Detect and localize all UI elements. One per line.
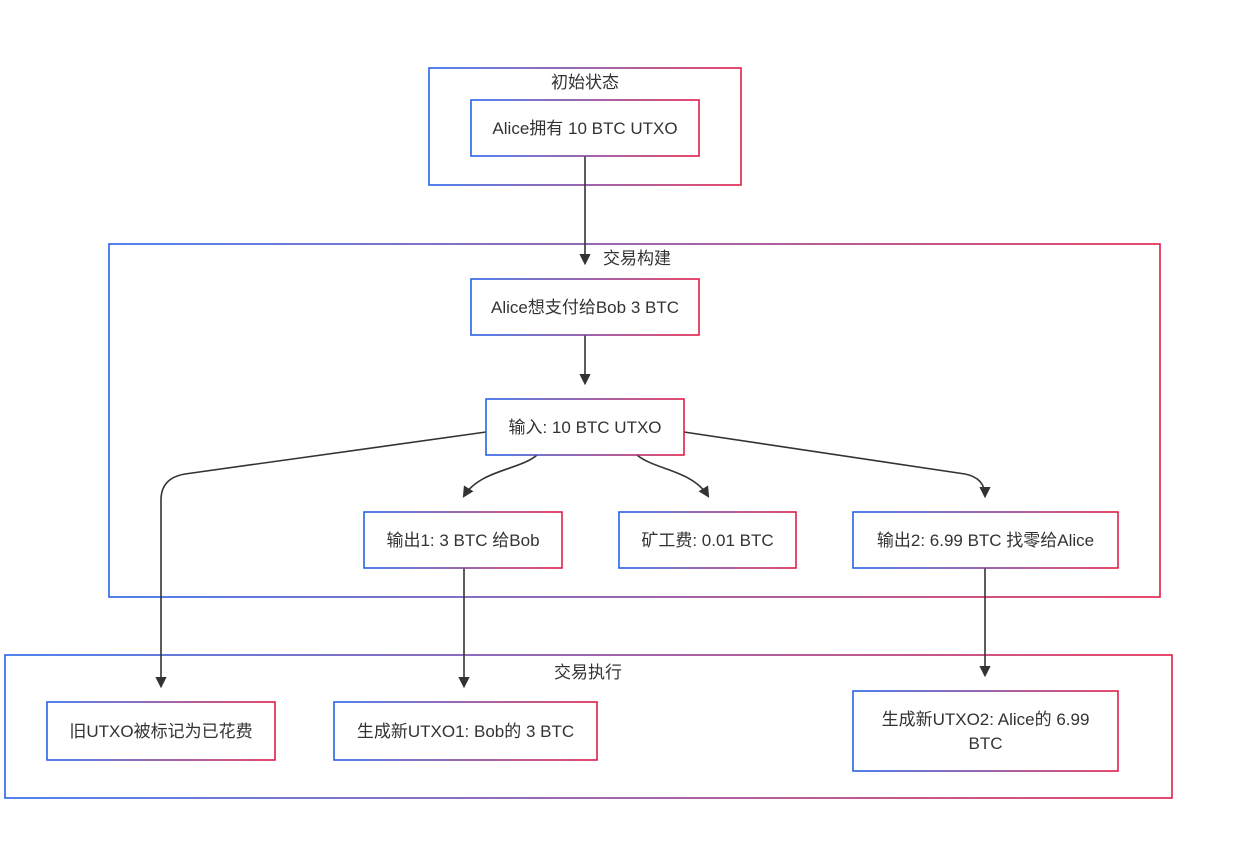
- node-miner-fee-label-line: 矿工费: 0.01 BTC: [641, 531, 773, 550]
- node-new-utxo2-box[interactable]: [852, 690, 1119, 772]
- node-old-utxo-spent-box[interactable]: [46, 701, 276, 761]
- edges: [155, 156, 991, 689]
- group-initial-state-title: 初始状态: [551, 73, 619, 92]
- node-input-utxo[interactable]: 输入: 10 BTC UTXO: [485, 398, 685, 456]
- node-alice-pays-bob[interactable]: Alice想支付给Bob 3 BTC: [470, 278, 700, 336]
- node-output1-bob-label-line: 输出1: 3 BTC 给Bob: [386, 531, 539, 550]
- node-miner-fee-box[interactable]: [618, 511, 797, 569]
- edge-input-to-fee: [636, 454, 710, 498]
- node-output1-bob[interactable]: 输出1: 3 BTC 给Bob: [363, 511, 563, 569]
- node-output2-change-label-line: 输出2: 6.99 BTC 找零给Alice: [877, 531, 1094, 550]
- node-output1-bob-box[interactable]: [363, 511, 563, 569]
- edge-input-to-output1: [462, 454, 538, 498]
- node-input-utxo-box[interactable]: [485, 398, 685, 456]
- node-output1-bob-label: 输出1: 3 BTC 给Bob: [386, 531, 539, 550]
- node-new-utxo1-label: 生成新UTXO1: Bob的 3 BTC: [357, 722, 574, 741]
- node-miner-fee[interactable]: 矿工费: 0.01 BTC: [618, 511, 797, 569]
- node-miner-fee-label: 矿工费: 0.01 BTC: [641, 531, 773, 550]
- node-old-utxo-spent-label-line: 旧UTXO被标记为已花费: [69, 722, 252, 741]
- node-output2-change-label: 输出2: 6.99 BTC 找零给Alice: [877, 531, 1094, 550]
- edge-input-to-old-utxo: [155, 431, 487, 689]
- node-old-utxo-spent-label: 旧UTXO被标记为已花费: [69, 722, 252, 741]
- node-new-utxo1[interactable]: 生成新UTXO1: Bob的 3 BTC: [333, 701, 598, 761]
- node-alice-pays-bob-label-line: Alice想支付给Bob 3 BTC: [491, 298, 679, 317]
- node-alice-owns[interactable]: Alice拥有 10 BTC UTXO: [470, 99, 700, 157]
- group-tx-execute: [4, 654, 1173, 799]
- node-input-utxo-label-line: 输入: 10 BTC UTXO: [508, 418, 661, 437]
- node-new-utxo2-label-line: 生成新UTXO2: Alice的 6.99: [882, 710, 1090, 729]
- node-old-utxo-spent[interactable]: 旧UTXO被标记为已花费: [46, 701, 276, 761]
- node-output2-change[interactable]: 输出2: 6.99 BTC 找零给Alice: [852, 511, 1119, 569]
- node-new-utxo2-label-line: BTC: [969, 734, 1003, 753]
- nodes: Alice拥有 10 BTC UTXO Alice想支付给Bob 3 BTC 输入:…: [46, 99, 1119, 772]
- node-alice-pays-bob-box[interactable]: [470, 278, 700, 336]
- group-tx-execute-title: 交易执行: [554, 663, 622, 682]
- node-input-utxo-label: 输入: 10 BTC UTXO: [508, 418, 661, 437]
- node-new-utxo1-box[interactable]: [333, 701, 598, 761]
- node-alice-pays-bob-label: Alice想支付给Bob 3 BTC: [491, 298, 679, 317]
- node-new-utxo1-label-line: 生成新UTXO1: Bob的 3 BTC: [357, 722, 574, 741]
- node-output2-change-box[interactable]: [852, 511, 1119, 569]
- group-tx-build-title: 交易构建: [603, 249, 671, 268]
- edge-input-to-output2: [683, 431, 991, 499]
- node-alice-owns-box[interactable]: [470, 99, 700, 157]
- node-alice-owns-label: Alice拥有 10 BTC UTXO: [492, 119, 677, 138]
- node-alice-owns-label-line: Alice拥有 10 BTC UTXO: [492, 119, 677, 138]
- group-tx-build: [108, 243, 1161, 598]
